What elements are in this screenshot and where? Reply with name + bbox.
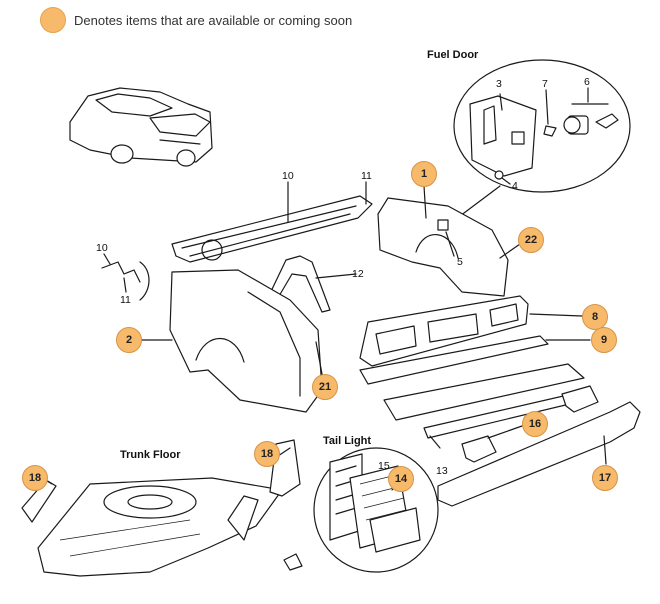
label-6: 6	[584, 76, 590, 88]
callout-14[interactable]: 14	[388, 466, 414, 492]
callout-18-right[interactable]: 18	[254, 441, 280, 467]
legend: Denotes items that are available or comi…	[40, 6, 352, 34]
label-15: 15	[378, 460, 390, 472]
label-10-top: 10	[282, 170, 294, 182]
fuel-door-title: Fuel Door	[427, 49, 479, 61]
rear-bumper	[437, 401, 641, 507]
label-5: 5	[457, 256, 463, 268]
right-quarter-panel	[377, 197, 509, 297]
label-11-top: 11	[361, 170, 372, 182]
callout-9[interactable]: 9	[591, 327, 617, 353]
legend-marker-icon	[40, 7, 66, 33]
bumper-bracket-left	[461, 435, 497, 463]
roof-rail-panels	[101, 195, 373, 301]
label-11-left: 11	[120, 294, 131, 306]
trunk-floor	[21, 439, 303, 577]
fuel-door-inset	[453, 59, 631, 217]
callout-1[interactable]: 1	[411, 161, 437, 187]
callout-8[interactable]: 8	[582, 304, 608, 330]
tail-light-title: Tail Light	[323, 435, 372, 447]
callout-18-left[interactable]: 18	[22, 465, 48, 491]
car-thumbnail	[69, 87, 213, 167]
label-10-left: 10	[96, 242, 108, 254]
rear-panel	[359, 295, 529, 367]
valance-panel	[383, 363, 585, 421]
label-12: 12	[352, 268, 364, 280]
label-3: 3	[496, 78, 502, 90]
callout-17[interactable]: 17	[592, 465, 618, 491]
legend-text: Denotes items that are available or comi…	[74, 12, 353, 28]
trunk-floor-title: Trunk Floor	[120, 449, 181, 461]
left-quarter-panel	[169, 269, 323, 413]
label-13: 13	[436, 465, 448, 477]
lower-rear-panel	[359, 335, 549, 385]
callout-22[interactable]: 22	[518, 227, 544, 253]
callout-16[interactable]: 16	[522, 411, 548, 437]
bumper-bracket-right	[561, 385, 599, 413]
label-7: 7	[542, 78, 548, 90]
callout-21[interactable]: 21	[312, 374, 338, 400]
tail-light-inset	[313, 447, 439, 573]
label-4: 4	[512, 180, 518, 192]
callout-2[interactable]: 2	[116, 327, 142, 353]
